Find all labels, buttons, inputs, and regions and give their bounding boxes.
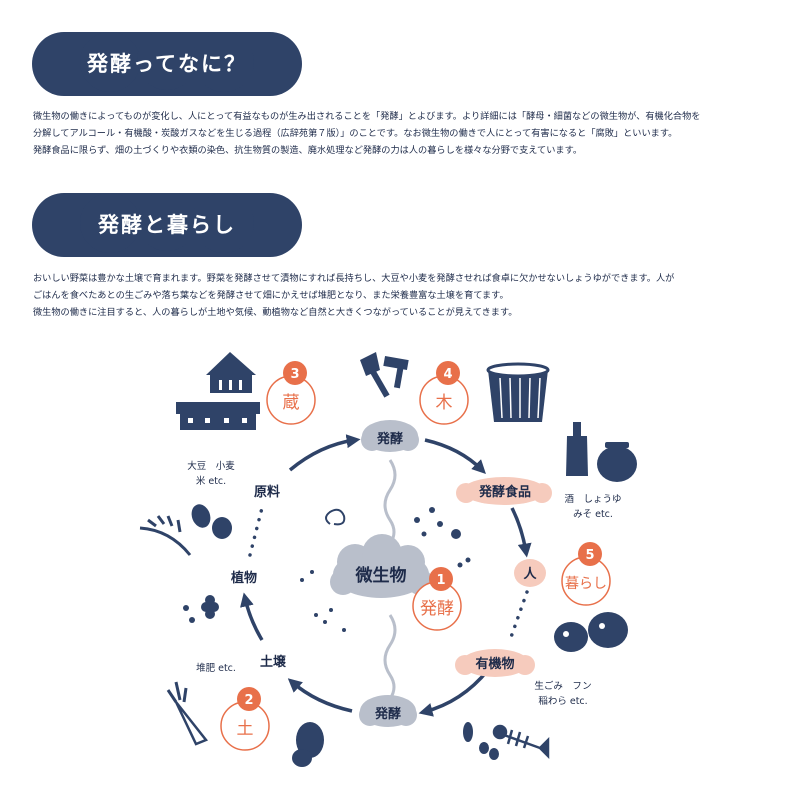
heading-cloud-shape [32, 32, 302, 96]
badge-2-label: 土 [237, 719, 254, 739]
badge-2-number: 2 [244, 693, 253, 708]
sake-bottle-icon [566, 422, 588, 476]
badge-4: 4 木 [419, 361, 469, 425]
badge-4-label: 木 [436, 393, 453, 413]
soil-note: 堆肥 etc. [196, 663, 236, 674]
organic-node-pill [455, 649, 535, 677]
badge-1-label: 発酵 [420, 599, 454, 619]
plant-node-label: 植物 [230, 570, 257, 586]
center-label: 微生物 [355, 565, 407, 586]
microbe-squiggle [325, 508, 346, 526]
dotted-person-organic [508, 590, 529, 642]
food-node-label: 発酵食品 [478, 484, 531, 500]
badge-4-number: 4 [443, 367, 452, 382]
person-faces-icon [554, 612, 628, 652]
arrow-top-left [288, 434, 361, 472]
section2-title: 発酵と暮らし [98, 213, 236, 237]
section2-body: おいしい野菜は豊かな土壌で育まれます。野菜を発酵させて漬物にすれば長持ちし、大豆… [33, 270, 793, 321]
badge-2: 2 土 [220, 687, 270, 751]
section1-body: 微生物の働きによってものが変化し、人にとって有益なものが生み出されることを「発酵… [33, 108, 793, 159]
badge-1: 1 発酵 [412, 567, 462, 631]
organic-note-1: 生ごみ フン [534, 680, 591, 692]
arrow-top-right [424, 438, 486, 474]
badge-5-number: 5 [585, 548, 594, 563]
raw-note-1: 大豆 小麦 [187, 460, 235, 472]
warehouse-window-marks [188, 380, 247, 423]
arrow-organic-bottom [418, 668, 490, 717]
ferment-bottom-label: 発酵 [374, 706, 401, 722]
organic-note-2: 稲わら etc. [538, 695, 587, 707]
radish-icon [292, 722, 324, 767]
ferment-top-pill [361, 420, 419, 452]
section2-heading: 発酵と暮らし [32, 193, 302, 257]
soil-node-label: 土壌 [260, 654, 287, 670]
badge-5-label: 暮らし [565, 576, 607, 592]
section1-line: 微生物の働きによってものが変化し、人にとって有益なものが生み出されることを「発酵… [33, 111, 701, 122]
person-face-eyes [563, 623, 605, 637]
ferment-bottom-pill [359, 695, 417, 727]
section2-line: 微生物の働きに注目すると、人の暮らしが土地や気候、動植物など自然と大きくつながっ… [33, 307, 518, 318]
section1-line: 分解してアルコール・有機酸・炭酸ガスなどを生じる過程（広辞苑第７版）」のことです… [33, 128, 678, 139]
microbe-dots [300, 507, 471, 632]
ferment-top-label: 発酵 [376, 431, 403, 447]
food-note-2: みそ etc. [573, 509, 613, 520]
section1-heading: 発酵ってなに？ [32, 32, 302, 96]
flower-icon [183, 595, 219, 623]
wavy-line-upper [383, 459, 397, 545]
badge-3-number: 3 [290, 367, 299, 382]
heading-cloud-shape [32, 193, 302, 257]
organic-node-label: 有機物 [475, 656, 514, 672]
arrow-food-person [510, 507, 532, 558]
tool-icon [360, 352, 409, 398]
beans-icon [191, 504, 232, 539]
section1-title: 発酵ってなに？ [87, 52, 247, 76]
section2-line: ごはんを食べたあとの生ごみや落ち葉などを発酵させて畑にかえせば堆肥となり、また栄… [33, 290, 509, 301]
food-note-1: 酒 しょうゆ [564, 494, 621, 505]
raw-note-2: 米 etc. [196, 475, 226, 487]
apple-core-icon [463, 722, 499, 760]
dotted-plant-raw [248, 506, 264, 557]
wavy-line-lower [383, 614, 397, 700]
person-node-label: 人 [523, 566, 537, 582]
section2-line: おいしい野菜は豊かな土壌で育まれます。野菜を発酵させて漬物にすれば長持ちし、大豆… [33, 273, 675, 284]
badge-5: 5 暮らし [561, 542, 611, 606]
fermentation-cycle-diagram: 微生物 発酵 発酵 発酵食品 人 有機物 原料 植物 土壌 大豆 小麦 米 et… [139, 352, 637, 767]
microbe-cloud [330, 534, 433, 598]
barrel-icon [486, 362, 550, 422]
miso-jar-icon [597, 442, 637, 482]
fishbone-icon [492, 724, 550, 760]
section1-line: 発酵食品に限らず、畑の土づくりや衣類の染色、抗生物質の製造、廃水処理など発酵の力… [33, 145, 583, 156]
badge-1-number: 1 [436, 573, 445, 588]
food-node-pill [456, 477, 552, 505]
arrow-bottom-soil [287, 678, 353, 713]
arrow-soil-plant [240, 592, 264, 641]
wheat-icon [139, 515, 192, 556]
badge-3: 3 蔵 [266, 361, 316, 425]
carrot-icon [166, 681, 209, 746]
raw-node-label: 原料 [254, 484, 280, 500]
badge-3-label: 蔵 [283, 393, 300, 413]
person-node-pill [514, 559, 546, 587]
